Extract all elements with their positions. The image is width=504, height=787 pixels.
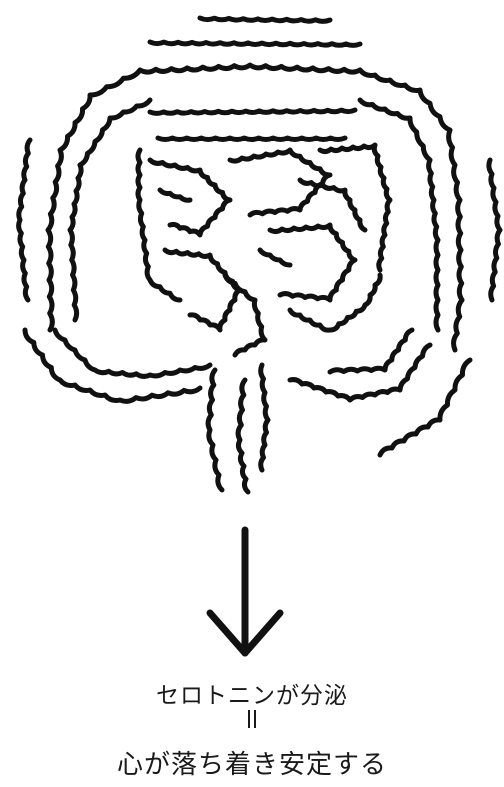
small-intestine xyxy=(300,180,365,230)
small-intestine xyxy=(260,250,290,265)
side-stroke xyxy=(19,140,30,300)
small-intestine xyxy=(290,275,380,330)
lower-right xyxy=(290,345,430,400)
small-intestine xyxy=(165,250,240,330)
rectum-inner xyxy=(261,365,268,470)
lower-left xyxy=(25,330,200,401)
side-stroke xyxy=(489,160,500,300)
lower-left xyxy=(55,330,210,376)
down-arrow-icon xyxy=(200,525,290,660)
rectum-left xyxy=(208,370,222,490)
small-intestine xyxy=(160,190,190,200)
lower-right xyxy=(380,360,470,455)
rectum-right xyxy=(238,380,248,492)
intestine-illustration xyxy=(0,0,504,540)
small-intestine xyxy=(225,275,265,355)
top-stroke xyxy=(150,110,355,113)
caption-mind-calms: 心が落ち着き安定する xyxy=(0,744,504,781)
caption-serotonin-secretion: セロトニンが分泌 xyxy=(0,676,504,710)
top-stroke xyxy=(150,42,360,45)
equals-sign: = xyxy=(0,710,504,733)
lower-right xyxy=(330,330,412,372)
top-stroke xyxy=(158,138,345,140)
top-stroke xyxy=(200,18,330,21)
